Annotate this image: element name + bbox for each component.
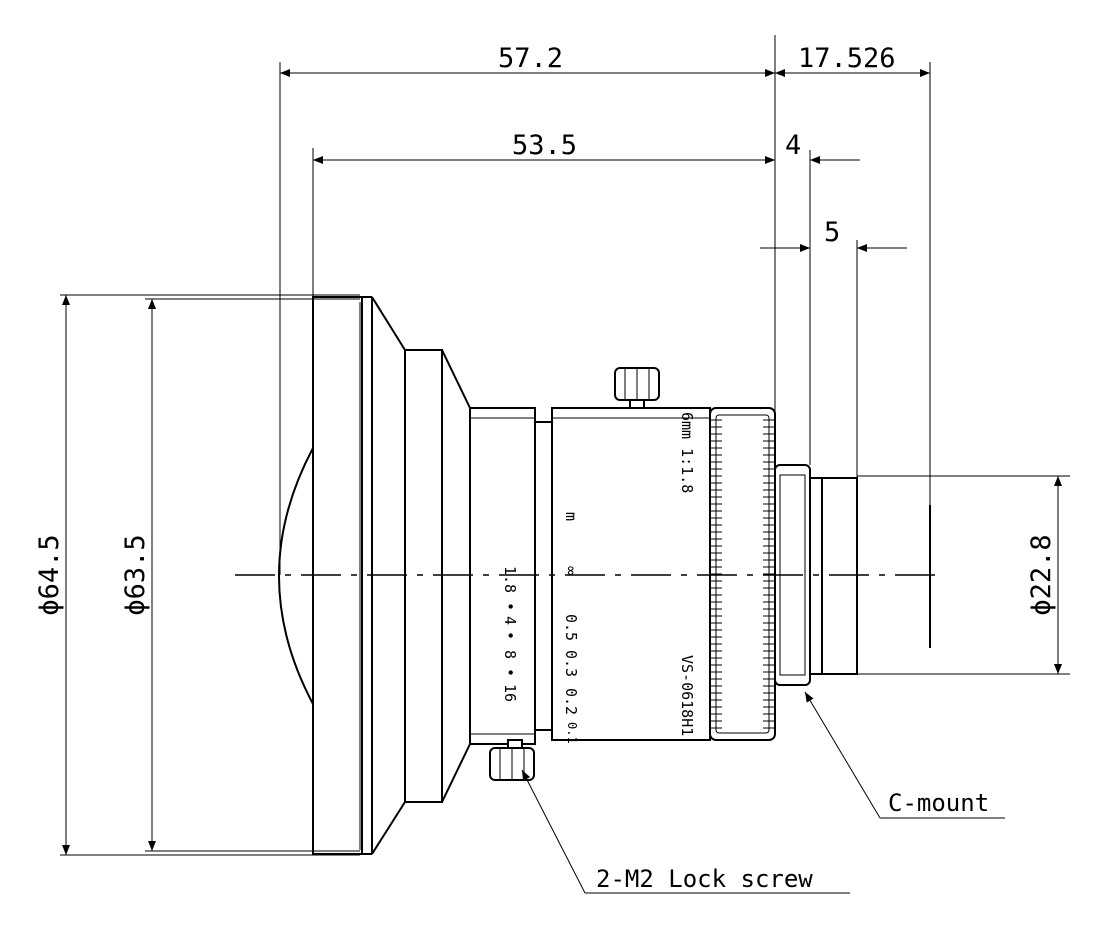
dim-4-label: 4 (785, 130, 801, 161)
focal-marking: 6mm 1:1.8 (678, 412, 696, 493)
aperture-dot-1: • (501, 602, 519, 611)
aperture-8: 8 (501, 650, 519, 659)
distance-0-2: 0.2 (562, 688, 580, 715)
dim-5-label: 5 (824, 217, 840, 248)
aperture-dot-3: • (501, 668, 519, 677)
dimension-lines (60, 35, 1070, 894)
dim-63-5-label: ϕ63.5 (120, 534, 151, 615)
knurl-pattern (710, 419, 775, 729)
dim-22-8-label: ϕ22.8 (1026, 534, 1057, 615)
barrel-markings: 6mm 1:1.8 VS-0618H1 m ∞ 0.5 0.3 0.2 0.1 … (501, 412, 696, 744)
dim-17-526-label: 17.526 (798, 43, 896, 74)
aperture-1-8: 1.8 (501, 566, 519, 593)
lock-screw-callout: 2-M2 Lock screw (596, 865, 813, 893)
aperture-16: 16 (501, 684, 519, 702)
dim-64-5-label: ϕ64.5 (34, 534, 65, 615)
distance-0-5: 0.5 (562, 614, 580, 641)
c-mount-callout: C-mount (888, 789, 989, 817)
front-glass (278, 447, 314, 705)
unit-marking: m (562, 512, 580, 521)
aperture-4: 4 (501, 616, 519, 625)
lock-screw-bottom (489, 739, 535, 781)
lock-screw-top (614, 367, 660, 409)
dim-57-2-label: 57.2 (498, 43, 563, 74)
aperture-dot-2: • (501, 631, 519, 640)
dim-53-5-label: 53.5 (512, 130, 577, 161)
dimension-labels: 57.2 17.526 53.5 4 5 ϕ64.5 ϕ63.5 ϕ22.8 C… (34, 43, 1057, 893)
spacer-ring (534, 421, 553, 731)
infinity-marking: ∞ (562, 566, 580, 575)
distance-0-3: 0.3 (562, 650, 580, 677)
model-marking: VS-0618H1 (678, 655, 696, 736)
distance-0-1: 0.1 (565, 722, 579, 744)
second-ring (404, 349, 471, 803)
